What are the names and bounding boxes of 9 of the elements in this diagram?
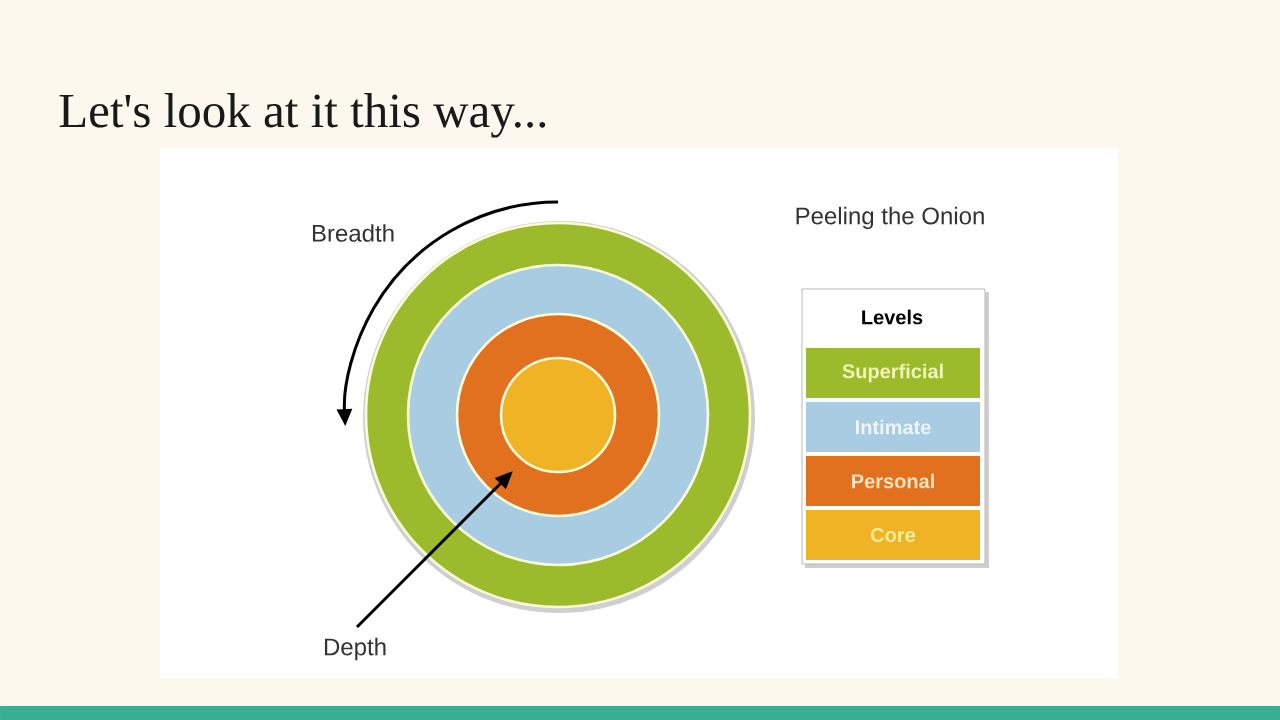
slide-title: Let's look at it this way...: [59, 93, 546, 138]
legend-band: Core: [806, 510, 980, 560]
arrow-label: Breadth: [312, 224, 394, 242]
arrow-label: Depth: [324, 637, 386, 661]
legend-band: Personal: [806, 456, 980, 506]
legend-title: Levels: [862, 309, 923, 325]
legend-band: Superficial: [806, 348, 980, 398]
legend-band: Intimate: [806, 402, 980, 452]
diagram-heading: Peeling the Onion: [796, 206, 984, 230]
